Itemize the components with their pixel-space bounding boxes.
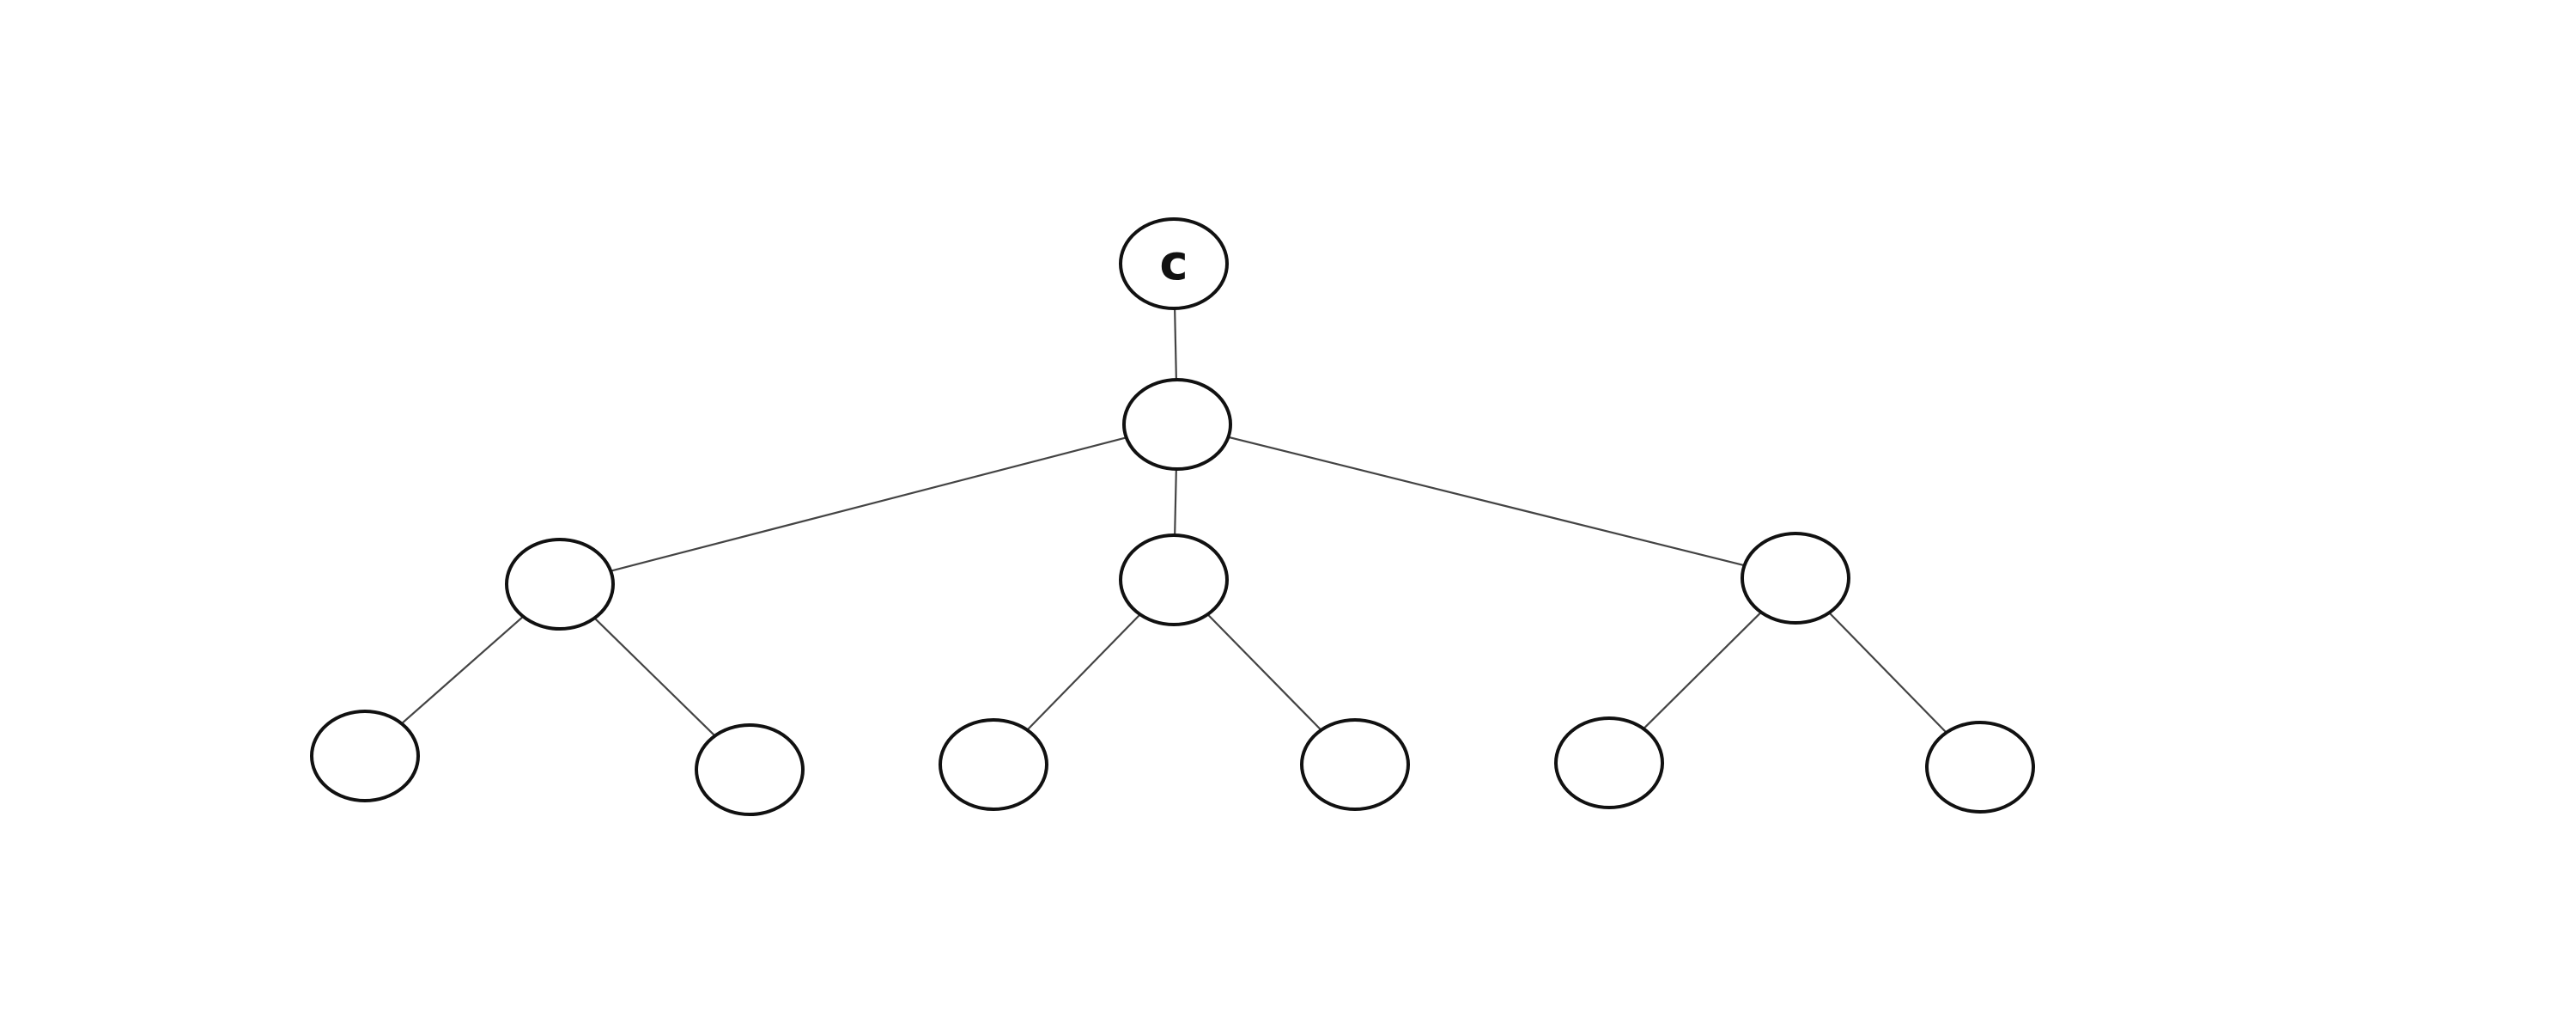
edge-hub-to-left [610,436,1127,572]
node-ellipse [310,710,420,802]
tree-node-right-a [1554,716,1664,809]
edge-right-to-right-b [1828,612,1947,734]
tree-node-middle-b [1300,718,1410,811]
edge-middle-to-middle-a [1026,613,1141,731]
node-ellipse [505,538,615,631]
edges-layer [401,308,1947,737]
nodes-layer: c [310,217,2035,816]
node-ellipse [939,718,1048,811]
edge-left-to-left-a [401,615,524,725]
tree-node-left [505,538,615,631]
node-ellipse [1119,217,1229,310]
tree-node-middle-a [939,718,1048,811]
node-ellipse [1741,532,1850,625]
edge-hub-to-middle [1174,468,1177,536]
tree-node-hub [1122,378,1232,471]
node-ellipse [1119,533,1229,626]
tree-node-middle [1119,533,1229,626]
node-label: c [1159,235,1188,291]
node-ellipse [1300,718,1410,811]
tree-node-right [1741,532,1850,625]
edge-root-to-hub [1174,308,1177,381]
node-ellipse [695,723,805,816]
edge-hub-to-right [1228,436,1745,567]
edge-middle-to-middle-b [1206,613,1322,731]
edge-left-to-left-b [593,617,716,737]
tree-node-right-b [1925,721,2035,814]
tree-node-left-a [310,710,420,802]
node-ellipse [1925,721,2035,814]
edge-right-to-right-a [1643,611,1762,730]
tree-node-left-b [695,723,805,816]
tree-node-root: c [1119,217,1229,310]
node-ellipse [1122,378,1232,471]
node-ellipse [1554,716,1664,809]
